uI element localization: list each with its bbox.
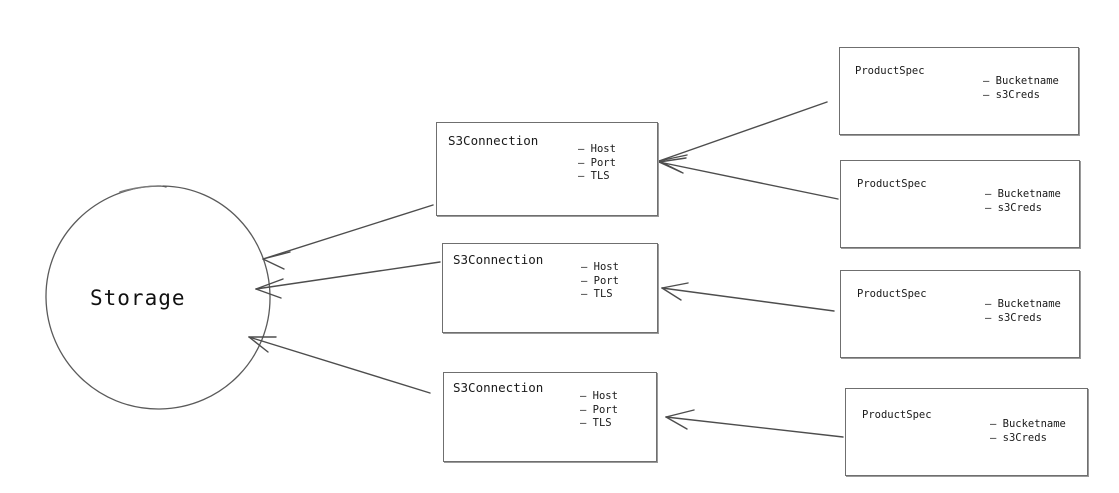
edge-productspec-1-to-s3connection-1 (658, 101, 828, 173)
edge-s3connection-3-to-storage (248, 336, 431, 394)
productspec-node-1-attributes: – Bucketname – s3Creds (983, 75, 1059, 102)
attribute-item: – s3Creds (990, 431, 1047, 444)
productspec-node-4[interactable] (845, 388, 1088, 476)
attribute-item: – TLS (580, 417, 612, 429)
attribute-item: – s3Creds (985, 311, 1042, 324)
attribute-item: – Host (578, 143, 616, 155)
productspec-node-3[interactable] (840, 270, 1080, 358)
edge-productspec-2-to-s3connection-1 (658, 157, 839, 200)
attribute-item: – Port (578, 156, 616, 169)
attribute-item: – TLS (581, 288, 613, 300)
attribute-item: – Bucketname (990, 418, 1066, 430)
edge-productspec-4-to-s3connection-3 (665, 409, 844, 438)
s3connection-node-3-title: S3Connection (453, 380, 544, 395)
productspec-node-3-attributes: – Bucketname – s3Creds (985, 298, 1061, 325)
attribute-item: – Port (581, 274, 619, 287)
attribute-item: – s3Creds (983, 88, 1040, 101)
s3connection-node-3[interactable] (443, 372, 657, 462)
attribute-item: – TLS (578, 170, 610, 182)
attribute-item: – s3Creds (985, 201, 1042, 214)
productspec-node-3-title: ProductSpec (857, 288, 927, 300)
attribute-item: – Port (580, 403, 618, 416)
edge-s3connection-2-to-storage (255, 261, 441, 299)
productspec-node-1-title: ProductSpec (855, 65, 925, 77)
attribute-item: – Bucketname (983, 75, 1059, 87)
edge-productspec-3-to-s3connection-2 (661, 282, 835, 312)
s3connection-node-2-title: S3Connection (453, 252, 544, 267)
attribute-item: – Bucketname (985, 188, 1061, 200)
s3connection-node-1[interactable] (436, 122, 658, 216)
s3connection-node-2[interactable] (442, 243, 658, 333)
s3connection-node-1-attributes: – Host – Port – TLS (578, 143, 616, 184)
attribute-item: – Host (580, 390, 618, 402)
productspec-node-1[interactable] (839, 47, 1079, 135)
productspec-node-2[interactable] (840, 160, 1080, 248)
storage-node-label: Storage (90, 286, 186, 310)
productspec-node-2-title: ProductSpec (857, 178, 927, 190)
s3connection-node-3-attributes: – Host – Port – TLS (580, 390, 618, 431)
productspec-node-2-attributes: – Bucketname – s3Creds (985, 188, 1061, 215)
productspec-node-4-attributes: – Bucketname – s3Creds (990, 418, 1066, 445)
s3connection-node-2-attributes: – Host – Port – TLS (581, 261, 619, 302)
s3connection-node-1-title: S3Connection (448, 133, 539, 148)
attribute-item: – Bucketname (985, 298, 1061, 310)
storage-circle-shape (45, 185, 271, 410)
edge-s3connection-1-to-storage (262, 204, 434, 270)
attribute-item: – Host (581, 261, 619, 273)
productspec-node-4-title: ProductSpec (862, 409, 932, 421)
